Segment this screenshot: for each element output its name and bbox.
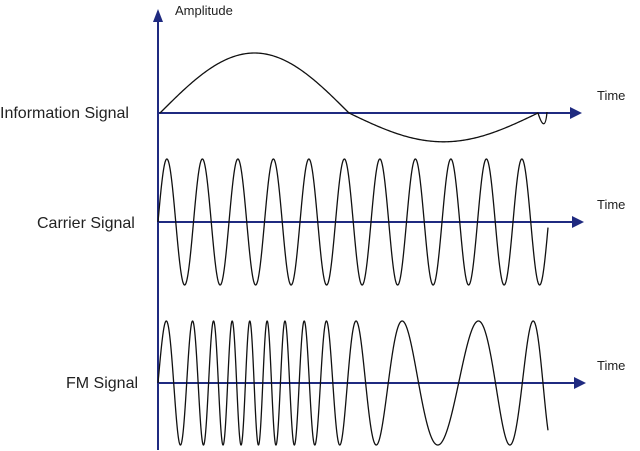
fm-time-axis-arrow-icon xyxy=(574,377,586,389)
row-fm-signal: FM Signal Time xyxy=(66,320,625,446)
carrier-time-axis-arrow-icon xyxy=(572,216,584,228)
carrier-signal-label: Carrier Signal xyxy=(37,215,135,232)
fm-signal-waveform xyxy=(157,320,549,446)
row-carrier-signal: Carrier Signal Time xyxy=(37,158,625,286)
amplitude-axis-label: Amplitude xyxy=(175,3,233,18)
fm-signal-label: FM Signal xyxy=(66,375,138,392)
information-signal-waveform xyxy=(159,52,548,143)
information-time-axis-arrow-icon xyxy=(570,107,582,119)
information-signal-label: Information Signal xyxy=(0,105,129,122)
row-information-signal: Information Signal Time xyxy=(0,52,625,143)
fm-time-label: Time xyxy=(597,358,625,373)
amplitude-axis-arrow-icon xyxy=(153,9,163,22)
carrier-signal-waveform xyxy=(157,158,549,286)
carrier-time-label: Time xyxy=(597,197,625,212)
information-time-label: Time xyxy=(597,88,625,103)
